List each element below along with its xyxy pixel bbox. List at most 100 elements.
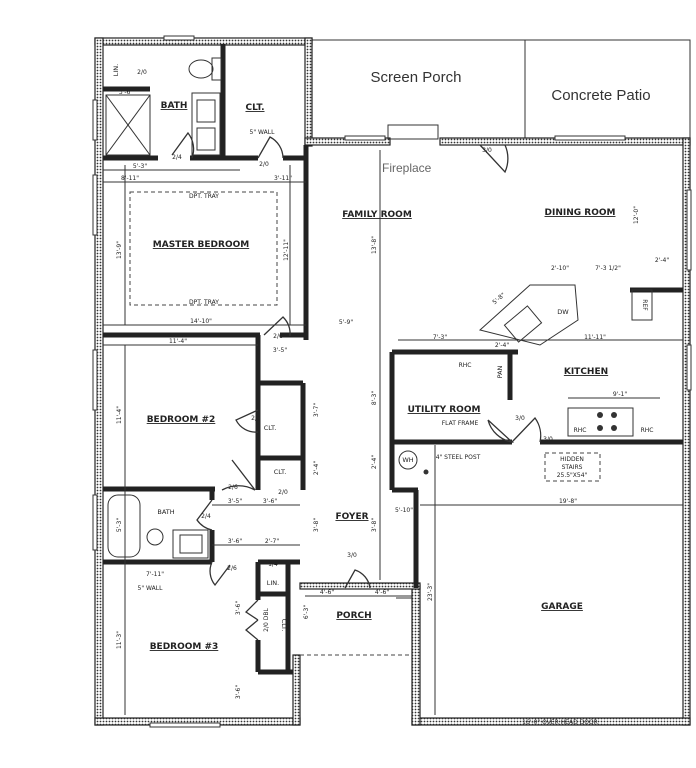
room-porch: PORCH [336,611,371,621]
note-dishwasher: DW [557,308,569,316]
note-tray-top: DPT. TRAY [189,193,219,200]
note-rhc-utility: RHC [459,362,472,369]
dimension-label: 3'-6" [228,538,242,545]
note-hidden-stairs-3: 25.5"X54" [557,472,588,479]
dimension-label: 6'-3" [303,605,310,619]
dimension-label: 3'-11" [274,175,292,182]
doors [171,131,542,641]
dimension-label: 5'-3" [116,518,123,532]
room-garage: GARAGE [541,602,583,612]
door-labels: 2/0 2/4 2/0 2/6 3/0 2/0 2/6 2/0 2/4 2/6 … [137,69,553,632]
interior-walls [103,44,683,675]
dimension-label: 5'-3" [133,163,147,170]
dimension-label: 23'-3" [427,583,434,601]
door-label: 2/6 [228,484,238,491]
sink [503,305,543,343]
dimension-label: 4'-6" [375,589,389,596]
windows [92,35,692,728]
note-water-heater: WH [402,456,413,464]
dimension-label: 11'-3" [116,631,123,649]
concrete-patio: Concrete Patio [525,39,691,140]
note-ref: REF [641,299,648,311]
dimension-label: 5'-10" [395,507,413,514]
dimension-label: 2'-4" [655,257,669,264]
dimension-label: 14'-10" [190,318,212,325]
dimension-label: 11'-4" [116,406,123,424]
note-overhead-door: 16'-0" OVER HEAD DOOR [522,719,598,726]
screen-porch-label: Screen Porch [371,69,462,86]
dimension-label: 11'-11" [584,334,606,341]
dimension-label: 9'-1" [613,391,627,398]
room-bedroom3-closet: CLT. [280,619,288,632]
room-bedroom2-closet: CLT. [264,424,277,432]
room-hall-closet: CLT. [274,468,287,476]
kitchen-bar [478,284,579,346]
note-5in-wall-bath2: 5" WALL [138,585,164,592]
fireplace-hearth [387,124,439,140]
dimension-label: 2'-4" [495,342,509,349]
door-label: 1/4 [268,561,278,568]
dimension-label: 7'-3 1/2" [595,265,621,272]
room-linen: LIN. [267,579,279,587]
door-label: 3/0 [347,552,357,559]
room-foyer: FOYER [335,512,368,522]
room-master-bedroom: MASTER BEDROOM [153,240,249,250]
room-kitchen: KITCHEN [564,367,608,377]
room-bedroom-2: BEDROOM #2 [147,415,216,425]
room-utility-room: UTILITY ROOM [408,405,481,415]
bathtub [107,494,141,558]
door-label: 2/0 [251,415,261,422]
door-label: 2/0 [137,69,147,76]
note-hidden-stairs-1: HIDDEN [560,456,584,463]
note-flat-frame: FLAT FRAME [442,420,479,427]
note-tray-bottom: DPT. TRAY [189,299,219,306]
dimension-label: 3'-8" [313,518,320,532]
dimension-label: 7'-3" [433,334,447,341]
dimension-label: 2'-7" [265,538,279,545]
notes: DPT. TRAY DPT. TRAY 5" WALL 5" WALL FLAT… [138,129,654,726]
dimension-label: 2'-4" [313,461,320,475]
dimension-label: 3'-6" [119,89,133,96]
dimension-label: 3'-6" [235,601,242,615]
note-rhc-kitchen-left: RHC [574,427,587,434]
tray-ceiling [129,191,278,306]
door-label-bed3-closet: 2/0 DBL [263,608,270,632]
steel-post [423,469,429,475]
dimension-label: 5'-8" [491,291,507,306]
door-label: 2/0 [259,161,269,168]
dimension-label: 13'-9" [116,241,123,259]
room-labels: BATH CLT. LIN. MASTER BEDROOM FAMILY ROO… [112,64,616,652]
room-master-linen: LIN. [112,64,120,76]
shower [105,94,151,156]
dimension-lines [103,150,683,715]
dimension-label: 12'-11" [283,239,290,261]
dimension-label: 12'-0" [633,206,640,224]
room-bath-2: BATH [157,508,174,516]
room-family-room: FAMILY ROOM [342,210,412,220]
toilet-icon [146,528,164,546]
note-pantry: PAN [496,365,504,378]
dimension-label: 3'-6" [263,498,277,505]
door-label: 2/0 [278,489,288,496]
dimension-label: 3'-8" [371,518,378,532]
dimension-label: 4'-6" [320,589,334,596]
dimension-label: 3'-7" [313,403,320,417]
vanity [191,92,221,156]
fireplace-label: Fireplace [382,161,432,175]
door-label: 3/0 [482,147,492,154]
fixtures [105,57,653,656]
dimension-label: 8'-3" [371,391,378,405]
dimension-label: 3'-5" [228,498,242,505]
dimension-label: 2'-10" [551,265,569,272]
room-master-bath: BATH [161,101,188,111]
door-label: 3/0 [515,415,525,422]
note-steel-post: 4" STEEL POST [436,454,481,461]
water-heater [398,450,418,470]
door-label: 3/0 [543,436,553,443]
toilet-icon [188,59,214,79]
dimension-label: 11'-4" [169,338,187,345]
room-bedroom-3: BEDROOM #3 [150,642,219,652]
dimension-label: 2'-4" [371,455,378,469]
note-5in-wall: 5" WALL [250,129,276,136]
